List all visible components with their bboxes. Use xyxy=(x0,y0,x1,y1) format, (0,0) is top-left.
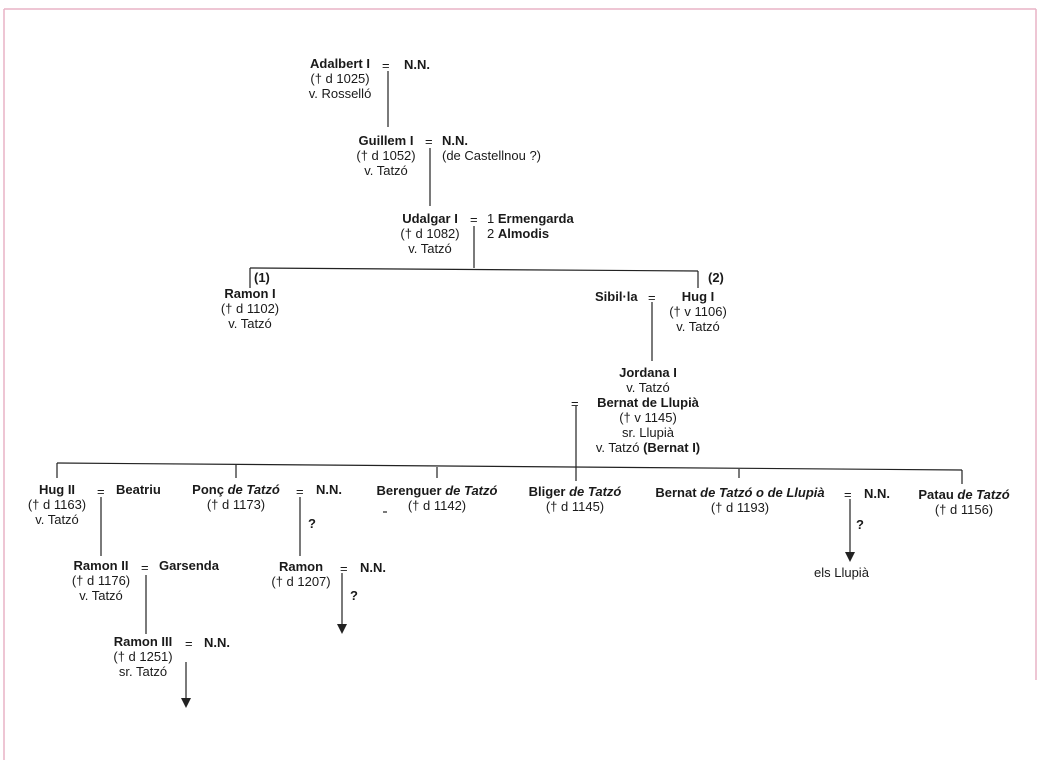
person-title: v. Tatzó xyxy=(228,316,272,331)
person-ramon: Ramon († d 1207) xyxy=(263,559,339,589)
person-title-2: v. Tatzó (Bernat I) xyxy=(595,440,701,455)
death-date: († d 1082) xyxy=(400,226,460,241)
person-bernat-de-llupia: Bernat de Llupià († v 1145) sr. Llupià v… xyxy=(578,395,718,455)
spouse-list: 1 Ermengarda 2 Almodis xyxy=(487,211,574,241)
person-name: Adalbert I xyxy=(310,56,370,71)
person-name: Bernat de Llupià xyxy=(597,395,699,410)
marriage-sign: = xyxy=(382,58,390,73)
person-ponc: Ponç de Tatzó († d 1173) xyxy=(181,482,291,512)
person-name: Bliger de Tatzó xyxy=(528,484,622,499)
death-date: († d 1145) xyxy=(545,499,605,514)
person-bernat-de-tatzo: Bernat de Tatzó o de Llupià († d 1193) xyxy=(641,485,839,515)
person-name: Ponç de Tatzó xyxy=(192,482,280,497)
spouse-note: (de Castellnou ?) xyxy=(442,148,541,163)
arrow-head xyxy=(845,552,855,562)
person-title: sr. Tatzó xyxy=(118,664,168,679)
death-date: († d 1173) xyxy=(206,497,266,512)
spouse-nn: N.N. xyxy=(864,486,890,501)
death-date: († d 1025) xyxy=(310,71,370,86)
person-title: v. Tatzó xyxy=(35,512,79,527)
person-guillem-i: Guillem I († d 1052) v. Tatzó xyxy=(348,133,424,178)
uncertain-mark: ? xyxy=(350,588,358,603)
lineage-els-llupia: els Llupià xyxy=(814,565,869,580)
death-date: († d 1193) xyxy=(710,500,770,515)
person-title: v. Tatzó xyxy=(79,588,123,603)
person-sibilla: Sibil·la xyxy=(595,289,638,304)
person-berenguer: Berenguer de Tatzó († d 1142) xyxy=(362,483,512,513)
marriage-sign: = xyxy=(844,487,852,502)
marriage-sign: = xyxy=(141,560,149,575)
death-date: († d 1142) xyxy=(407,498,467,513)
person-title: sr. Llupià xyxy=(621,425,675,440)
sibling-bar xyxy=(56,462,963,471)
person-name: Ramon III xyxy=(113,634,173,649)
uncertain-mark: ? xyxy=(856,517,864,532)
marriage-number-2: (2) xyxy=(708,270,724,285)
person-udalgar-i: Udalgar I († d 1082) v. Tatzó xyxy=(392,211,468,256)
person-title: v. Tatzó xyxy=(408,241,452,256)
person-ramon-ii: Ramon II († d 1176) v. Tatzó xyxy=(63,558,139,603)
spouse-beatriu: Beatriu xyxy=(116,482,161,497)
person-ramon-i: Ramon I († d 1102) v. Tatzó xyxy=(212,286,288,331)
person-name: Guillem I xyxy=(358,133,414,148)
spouse-garsenda: Garsenda xyxy=(159,558,219,573)
death-date: († d 1102) xyxy=(220,301,280,316)
death-date: († d 1176) xyxy=(71,573,131,588)
death-date: († d 1207) xyxy=(271,574,331,589)
person-name: Berenguer de Tatzó xyxy=(376,483,498,498)
person-title: v. Tatzó xyxy=(626,380,670,395)
marriage-sign: = xyxy=(425,134,433,149)
spouse-nn: N.N. xyxy=(316,482,342,497)
death-date: († d 1156) xyxy=(934,502,994,517)
marriage-sign: = xyxy=(648,290,656,305)
person-name: Ramon I xyxy=(224,286,276,301)
person-jordana-i: Jordana I v. Tatzó xyxy=(608,365,688,395)
marriage-number-1: (1) xyxy=(254,270,270,285)
arrow-head xyxy=(181,698,191,708)
person-title: v. Tatzó xyxy=(364,163,408,178)
person-name: Hug I xyxy=(681,289,715,304)
death-date: († d 1251) xyxy=(113,649,173,664)
spouse-nn: N.N. xyxy=(404,57,430,72)
marriage-sign: = xyxy=(340,561,348,576)
person-name: Jordana I xyxy=(619,365,677,380)
marriage-sign: = xyxy=(470,212,478,227)
person-ramon-iii: Ramon III († d 1251) sr. Tatzó xyxy=(105,634,181,679)
spouse-ermengarda: 1 Ermengarda xyxy=(487,211,574,226)
spouse-name: N.N. xyxy=(442,133,468,148)
spouse-nn: N.N. xyxy=(204,635,230,650)
marriage-sign: = xyxy=(185,636,193,651)
person-title: v. Rosselló xyxy=(308,86,372,101)
person-patau: Patau de Tatzó († d 1156) xyxy=(906,487,1022,517)
spouse-nn: N.N. xyxy=(360,560,386,575)
person-name: Hug II xyxy=(38,482,76,497)
arrow-head xyxy=(337,624,347,634)
person-name: Ramon xyxy=(278,559,324,574)
person-adalbert-i: Adalbert I († d 1025) v. Rosselló xyxy=(300,56,380,101)
uncertain-mark: ? xyxy=(308,516,316,531)
person-name: Bernat de Tatzó o de Llupià xyxy=(655,485,825,500)
marriage-sign: = xyxy=(296,484,304,499)
spouse-almodis: 2 Almodis xyxy=(487,226,550,241)
sibling-bar xyxy=(249,267,699,272)
death-date: († d 1163) xyxy=(27,497,87,512)
spouse-nn: N.N. (de Castellnou ?) xyxy=(442,133,541,163)
person-bliger: Bliger de Tatzó († d 1145) xyxy=(515,484,635,514)
person-hug-ii: Hug II († d 1163) v. Tatzó xyxy=(19,482,95,527)
death-date: († d 1052) xyxy=(356,148,416,163)
person-name: Ramon II xyxy=(73,558,129,573)
person-hug-i: Hug I († v 1106) v. Tatzó xyxy=(660,289,736,334)
death-date: († v 1106) xyxy=(669,304,727,319)
person-name: Patau de Tatzó xyxy=(918,487,1010,502)
marriage-sign: = xyxy=(97,484,105,499)
person-title: v. Tatzó xyxy=(676,319,720,334)
person-name: Udalgar I xyxy=(402,211,458,226)
death-date: († v 1145) xyxy=(619,410,677,425)
marriage-sign: = xyxy=(571,396,579,411)
